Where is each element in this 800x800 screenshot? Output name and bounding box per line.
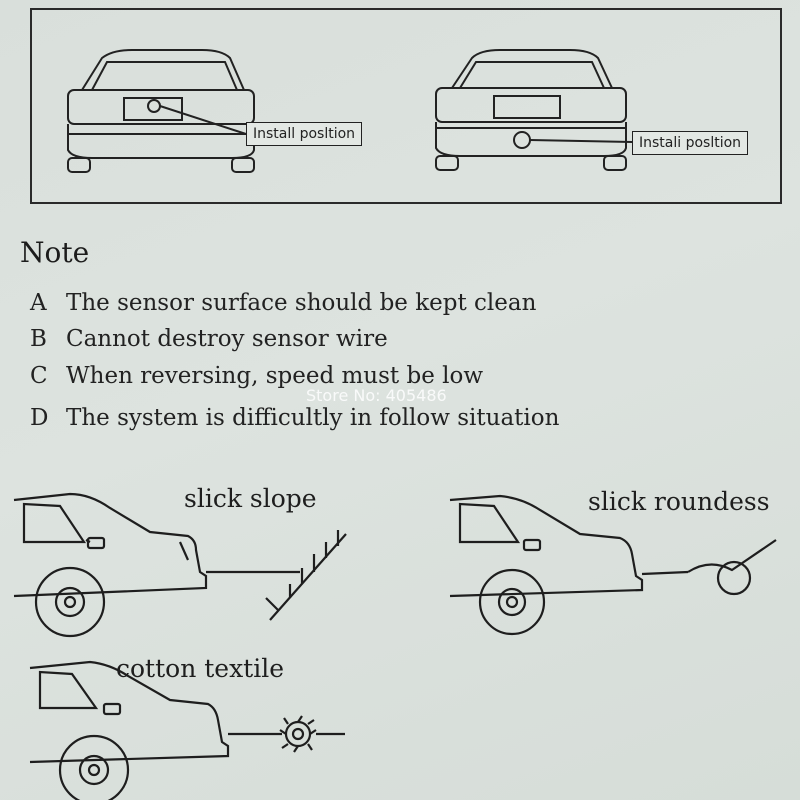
cotton-textile-sketch [29,660,345,800]
cotton-textile-icon [279,715,317,753]
car-side-slope [13,492,208,598]
install-position-diagram: Install posltion Instali posltion [30,8,782,204]
note-text: The system is difficultly in follow situ… [66,405,560,431]
pointer-line-right [529,139,633,143]
caption-slick-slope: slick slope [184,484,317,513]
install-position-label-left: Install posltion [246,122,363,146]
note-text: When reversing, speed must be low [66,363,484,389]
caption-cotton-textile: cotton textile [116,654,285,683]
note-letter: D [30,405,49,431]
sensor-beam [641,570,689,576]
pointer-line-left [159,105,247,135]
roundess-ball [716,560,752,596]
roundess-curve [687,539,777,573]
wheel-icon [478,568,546,636]
note-letter: C [30,363,48,389]
install-position-label-right: Instali posltion [632,131,749,155]
wheel-icon [34,566,106,638]
note-item-d: D The system is difficultly in follow sit… [30,405,559,431]
car-rear-left [67,49,255,173]
note-item-b: B Cannot destroy sensor wire [30,326,388,352]
sensor-mark-right [513,131,531,149]
store-watermark: Store No: 405486 [306,386,447,405]
sensor-mark-left [147,99,161,113]
note-letter: A [30,290,47,316]
note-item-a: A The sensor surface should be kept clean [30,290,536,316]
car-rear-views [67,49,633,173]
note-text: Cannot destroy sensor wire [66,326,388,352]
slick-roundess-sketch [449,494,777,636]
wheel-icon [58,734,130,800]
caption-slick-roundess: slick roundess [588,487,770,516]
slick-slope-sketch [13,492,347,638]
car-side-cotton [29,660,230,764]
note-letter: B [30,326,47,352]
car-rear-right [435,49,627,171]
note-title: Note [20,236,90,269]
note-item-c: C When reversing, speed must be low [30,363,483,389]
slope-line [269,533,347,621]
note-text: The sensor surface should be kept clean [66,290,537,316]
car-side-roundess [449,494,644,598]
